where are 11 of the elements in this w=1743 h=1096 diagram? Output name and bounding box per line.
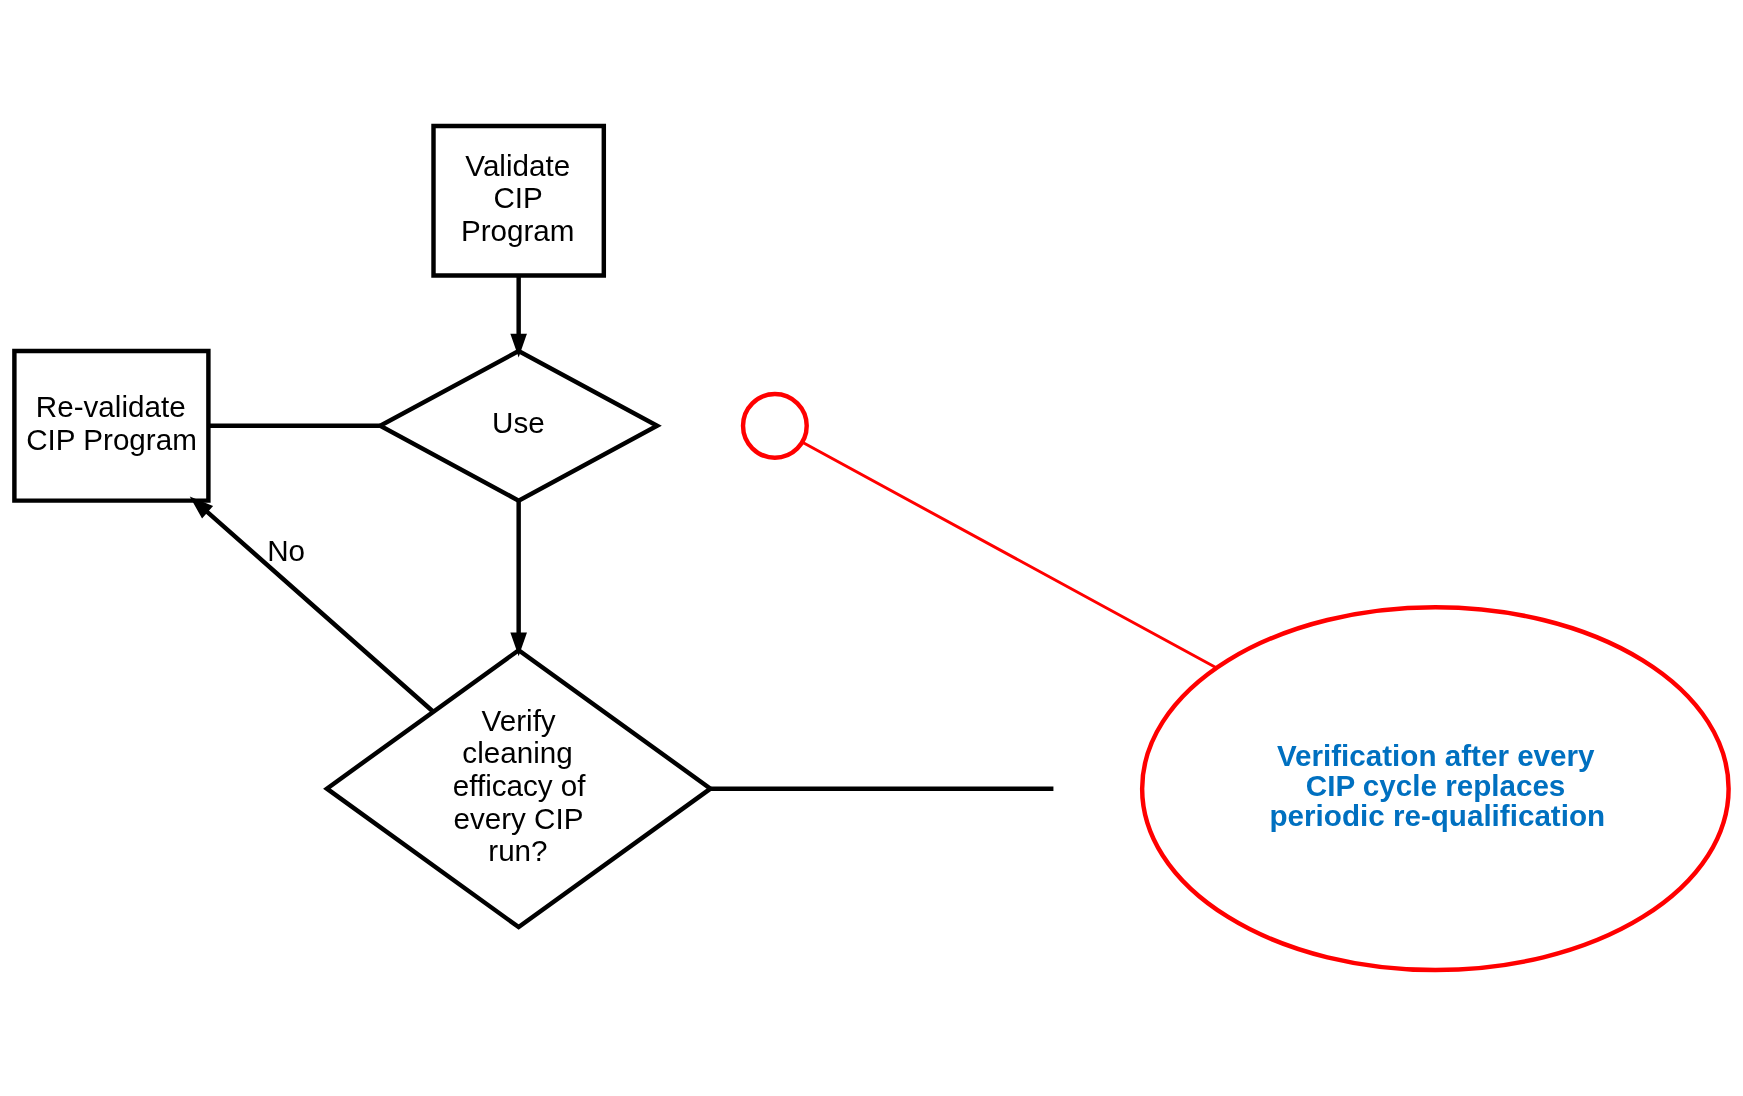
node-box: Validate CIP Program (431, 123, 607, 278)
arrow (189, 496, 435, 714)
connector (710, 786, 1054, 791)
connector (208, 423, 380, 429)
arrow (510, 501, 527, 657)
edge-label: No (267, 534, 306, 568)
node-box: Re-validate CIP Program (12, 348, 211, 503)
node-circle (740, 391, 809, 460)
connector (801, 441, 1217, 670)
arrow (510, 275, 527, 358)
node-ellipse: Verification after every CIP cycle replaces periodic re-qualification (1139, 605, 1731, 973)
